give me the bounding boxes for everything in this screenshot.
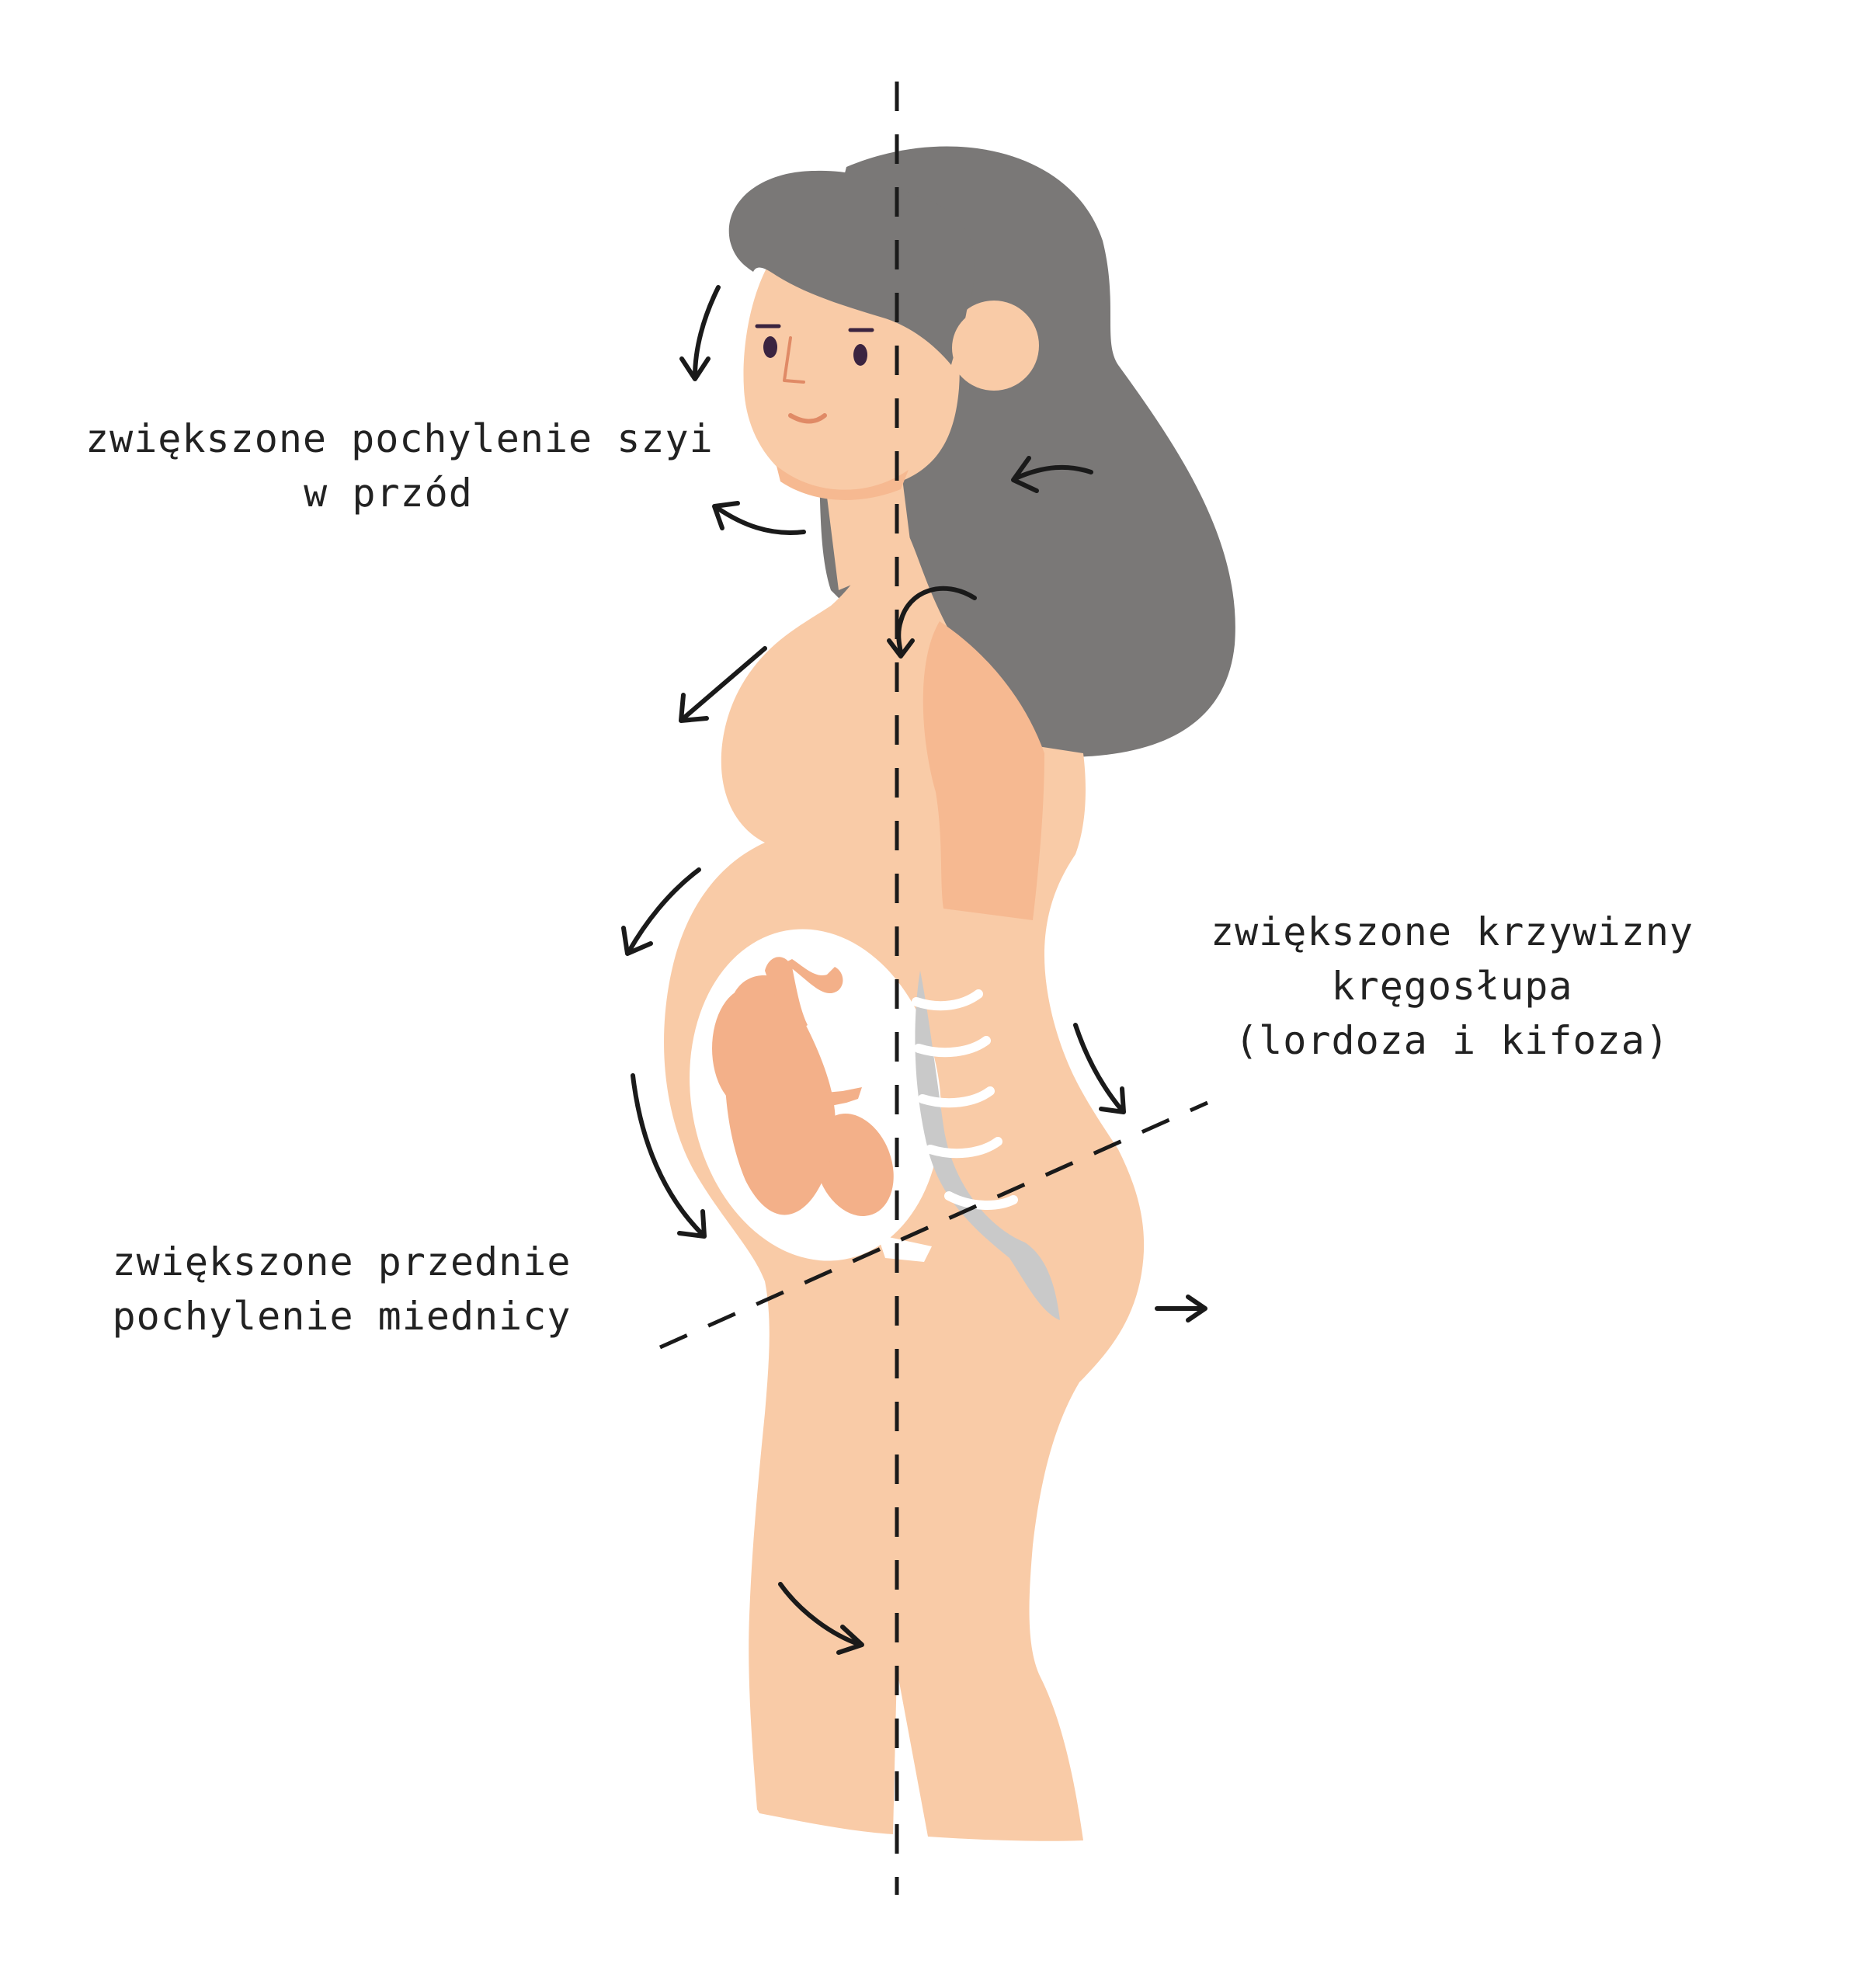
fetus-icon	[712, 957, 894, 1216]
upper-back-arrow-icon	[1015, 464, 1093, 480]
right-eye-icon	[853, 344, 867, 366]
spine-label-line-3: (lordoza i kifoza)	[1235, 1018, 1670, 1063]
belly-upper-arrow-icon	[627, 867, 701, 954]
mouth	[788, 413, 827, 424]
pelvis-tilt-line	[658, 1100, 1209, 1350]
neck-label-line-1: zwiększone pochylenie szyi	[85, 416, 714, 461]
neck-tilt-label: zwiększone pochylenie szyi w przód	[85, 412, 714, 520]
spine-label-line-1: zwiększone krzywizny	[1210, 909, 1694, 954]
arm	[923, 621, 1044, 920]
thoracic-curve-arrow-icon	[896, 586, 977, 655]
arrows	[621, 285, 1207, 1655]
head-down-arrow-icon	[693, 285, 721, 379]
chest-arrow-icon	[681, 646, 767, 721]
left-eye-icon	[763, 336, 777, 358]
pelvis-tilt-label: zwiększone przednie pochylenie miednicy	[93, 1235, 590, 1343]
ear-front	[952, 308, 1033, 388]
jaw-shadow	[777, 466, 909, 500]
belly-lower-arrow-icon	[631, 1073, 705, 1237]
neck-label-line-2: w przód	[304, 471, 473, 516]
spine	[912, 971, 1060, 1320]
lumbar-arrow-icon	[1073, 1023, 1124, 1113]
pelvis-label-line-1: zwiększone przednie	[112, 1239, 572, 1284]
knee-arrow-icon	[778, 1582, 863, 1647]
hair-front	[728, 170, 975, 365]
spine-curvature-label: zwiększone krzywizny kręgosłupa (lordoza…	[1188, 905, 1716, 1068]
pelvis-label-line-2: pochylenie miednicy	[112, 1294, 572, 1339]
nose	[783, 336, 805, 384]
womb-opening	[877, 1235, 932, 1262]
spine-label-line-2: kręgosłupa	[1331, 964, 1573, 1009]
neck-forward-arrow-icon	[716, 506, 806, 535]
